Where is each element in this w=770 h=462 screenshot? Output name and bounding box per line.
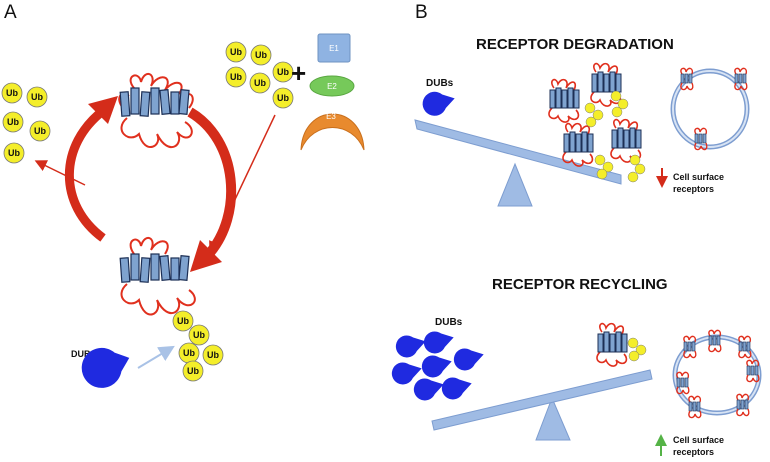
seesaw-fulcrum — [535, 396, 571, 441]
dub-icon — [441, 377, 472, 400]
ubiquitin-label: Ub — [230, 72, 242, 82]
ubiquitin: Ub — [1, 82, 23, 104]
ubiquitin-label: Ub — [34, 126, 46, 136]
ubiquitin: Ub — [29, 120, 51, 142]
ubiquitin: Ub — [188, 324, 210, 346]
cell-recycling — [672, 329, 762, 419]
dubs-label-recycling: DUBs — [435, 317, 463, 328]
dubs-label-degradation: DUBs — [426, 78, 454, 89]
cell-surface-receptors-label-recycling: Cell surface receptors — [673, 435, 727, 457]
receptor-text-line2: receptors — [673, 184, 714, 194]
ubiquitin-label: Ub — [183, 348, 195, 358]
plus-sign: + — [291, 58, 306, 88]
dub-cluster — [391, 331, 484, 401]
ubiquitin-label: Ub — [255, 50, 267, 60]
dub-icon — [453, 348, 484, 371]
receptor-text-line2: receptors — [673, 447, 714, 457]
ubiquitin-label: Ub — [6, 88, 18, 98]
ubiquitin-label: Ub — [277, 93, 289, 103]
surface-receptor — [734, 67, 748, 91]
free-ubiquitin-group-left: Ub Ub Ub Ub Ub — [1, 82, 51, 164]
surface-receptor — [676, 371, 690, 395]
seesaw-plank — [431, 369, 653, 431]
ubiquitin: Ub — [26, 86, 48, 108]
ubiquitin: Ub — [202, 344, 224, 366]
ubiquitin-label: Ub — [7, 117, 19, 127]
surface-receptor — [738, 335, 752, 359]
enzyme-e2: E2 — [309, 75, 355, 97]
cycle-arrow-right-head — [190, 240, 222, 272]
ubiquitin-label: Ub — [230, 47, 242, 57]
surface-receptor — [746, 359, 760, 383]
e3-label: E3 — [326, 112, 336, 121]
ubiquitin-label: Ub — [31, 92, 43, 102]
ubiquitinated-receptor — [596, 322, 628, 367]
ubiquitin-cluster — [584, 90, 646, 183]
ubiquitin-label: Ub — [207, 350, 219, 360]
ubiquitinated-receptor — [562, 122, 594, 167]
polyubiquitin-chain: Ub Ub Ub Ub Ub — [172, 310, 224, 382]
panel-a-label: A — [4, 2, 17, 23]
cycle-arrow-left-head — [88, 96, 118, 124]
ubiquitin: Ub — [3, 142, 25, 164]
deubiquitination-arrow — [34, 160, 86, 186]
seesaw-plank — [414, 119, 622, 185]
ubiquitination-arrow — [209, 114, 276, 254]
cycle-arrow-right — [187, 107, 237, 259]
ubiquitin: Ub — [272, 87, 294, 109]
dubs-label-a: DUBs — [71, 349, 96, 359]
ubiquitin: Ub — [225, 66, 247, 88]
enzyme-e3: E3 — [300, 112, 365, 151]
receptor-top — [118, 72, 194, 149]
surface-receptor — [736, 393, 750, 417]
ubiquitin: Ub — [225, 41, 247, 63]
e1-label: E1 — [329, 44, 339, 53]
enzyme-e1: E1 — [317, 33, 351, 63]
ubiquitin: Ub — [178, 342, 200, 364]
ubiquitin-label: Ub — [177, 316, 189, 326]
ubiquitinated-receptor — [548, 78, 580, 123]
ubiquitin: Ub — [249, 72, 271, 94]
ubiquitin: Ub — [172, 310, 194, 332]
ubiquitin-label: Ub — [8, 148, 20, 158]
ubiquitin-label: Ub — [187, 366, 199, 376]
dub-icon — [413, 378, 444, 401]
ubiquitin-label: Ub — [254, 78, 266, 88]
ubiquitin-label: Ub — [193, 330, 205, 340]
cycle-arrow-left — [64, 106, 107, 242]
dub-arrow — [137, 345, 175, 369]
ubiquitin-cluster — [627, 337, 647, 362]
surface-receptor — [683, 335, 697, 359]
dub-icon — [423, 331, 454, 354]
ubiquitinated-receptor — [590, 62, 622, 107]
dub-icon — [395, 335, 426, 358]
dub-icon — [422, 91, 455, 116]
ubiquitin: Ub — [250, 44, 272, 66]
receptor-text-line1: Cell surface — [673, 435, 724, 445]
recycling-heading: RECEPTOR RECYCLING — [492, 276, 668, 293]
cell-surface-receptors-label-degradation: Cell surface receptors — [673, 172, 727, 194]
ubiquitin: Ub — [272, 61, 294, 83]
dub-icon — [81, 347, 130, 388]
ubiquitin: Ub — [182, 360, 204, 382]
dub-icon — [391, 362, 422, 385]
ubiquitin: Ub — [2, 111, 24, 133]
seesaw-fulcrum — [497, 162, 533, 207]
dub-icon — [421, 355, 452, 378]
receptor-bottom — [119, 236, 196, 316]
surface-receptor — [688, 395, 702, 419]
degradation-heading: RECEPTOR DEGRADATION — [476, 36, 674, 53]
panel-b-label: B — [415, 2, 428, 23]
free-ubiquitin-group-right: Ub Ub Ub Ub Ub Ub — [225, 41, 294, 109]
cell-degradation — [670, 67, 750, 151]
surface-receptor — [694, 127, 708, 151]
surface-receptor — [708, 329, 722, 353]
receptor-text-line1: Cell surface — [673, 172, 724, 182]
e2-label: E2 — [327, 82, 337, 91]
surface-receptor — [680, 67, 694, 91]
ubiquitin-label: Ub — [277, 67, 289, 77]
